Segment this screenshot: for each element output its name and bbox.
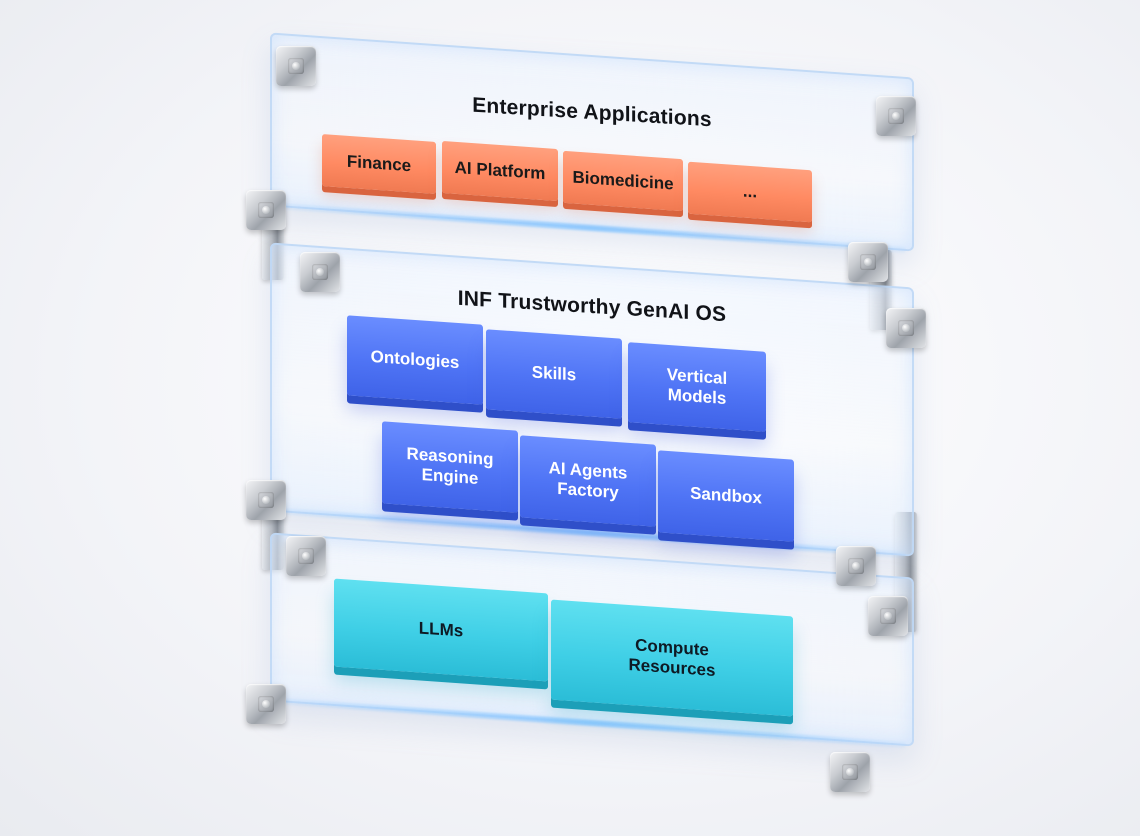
block-llms: LLMs	[334, 578, 548, 682]
bracket-lower-left-2	[286, 536, 326, 576]
bracket-lower-right-2	[868, 596, 908, 636]
block-ai-platform: AI Platform	[442, 140, 558, 202]
bracket-bottom-right	[830, 752, 870, 792]
block-finance: Finance	[322, 134, 436, 194]
block-more: ...	[688, 161, 812, 223]
bracket-lower-right	[836, 546, 876, 586]
block-biomedicine: Biomedicine	[563, 150, 683, 212]
bracket-lower-left	[246, 480, 286, 520]
bracket-upper-right	[848, 242, 888, 282]
block-reasoning-engine: Reasoning Engine	[382, 421, 518, 513]
block-vertical-models: Vertical Models	[628, 342, 766, 432]
block-ontologies: Ontologies	[347, 315, 483, 405]
bracket-top-right	[876, 96, 916, 136]
layer-title-enterprise-applications: Enterprise Applications	[472, 93, 712, 132]
bracket-top-left	[276, 46, 316, 86]
block-sandbox: Sandbox	[658, 450, 794, 542]
bracket-bottom-left	[246, 684, 286, 724]
bracket-upper-right-2	[886, 308, 926, 348]
bracket-upper-left	[246, 190, 286, 230]
block-skills: Skills	[486, 329, 622, 419]
bracket-upper-left-2	[300, 252, 340, 292]
block-compute-resources: Compute Resources	[551, 599, 793, 717]
block-ai-agents-factory: AI Agents Factory	[520, 435, 656, 527]
